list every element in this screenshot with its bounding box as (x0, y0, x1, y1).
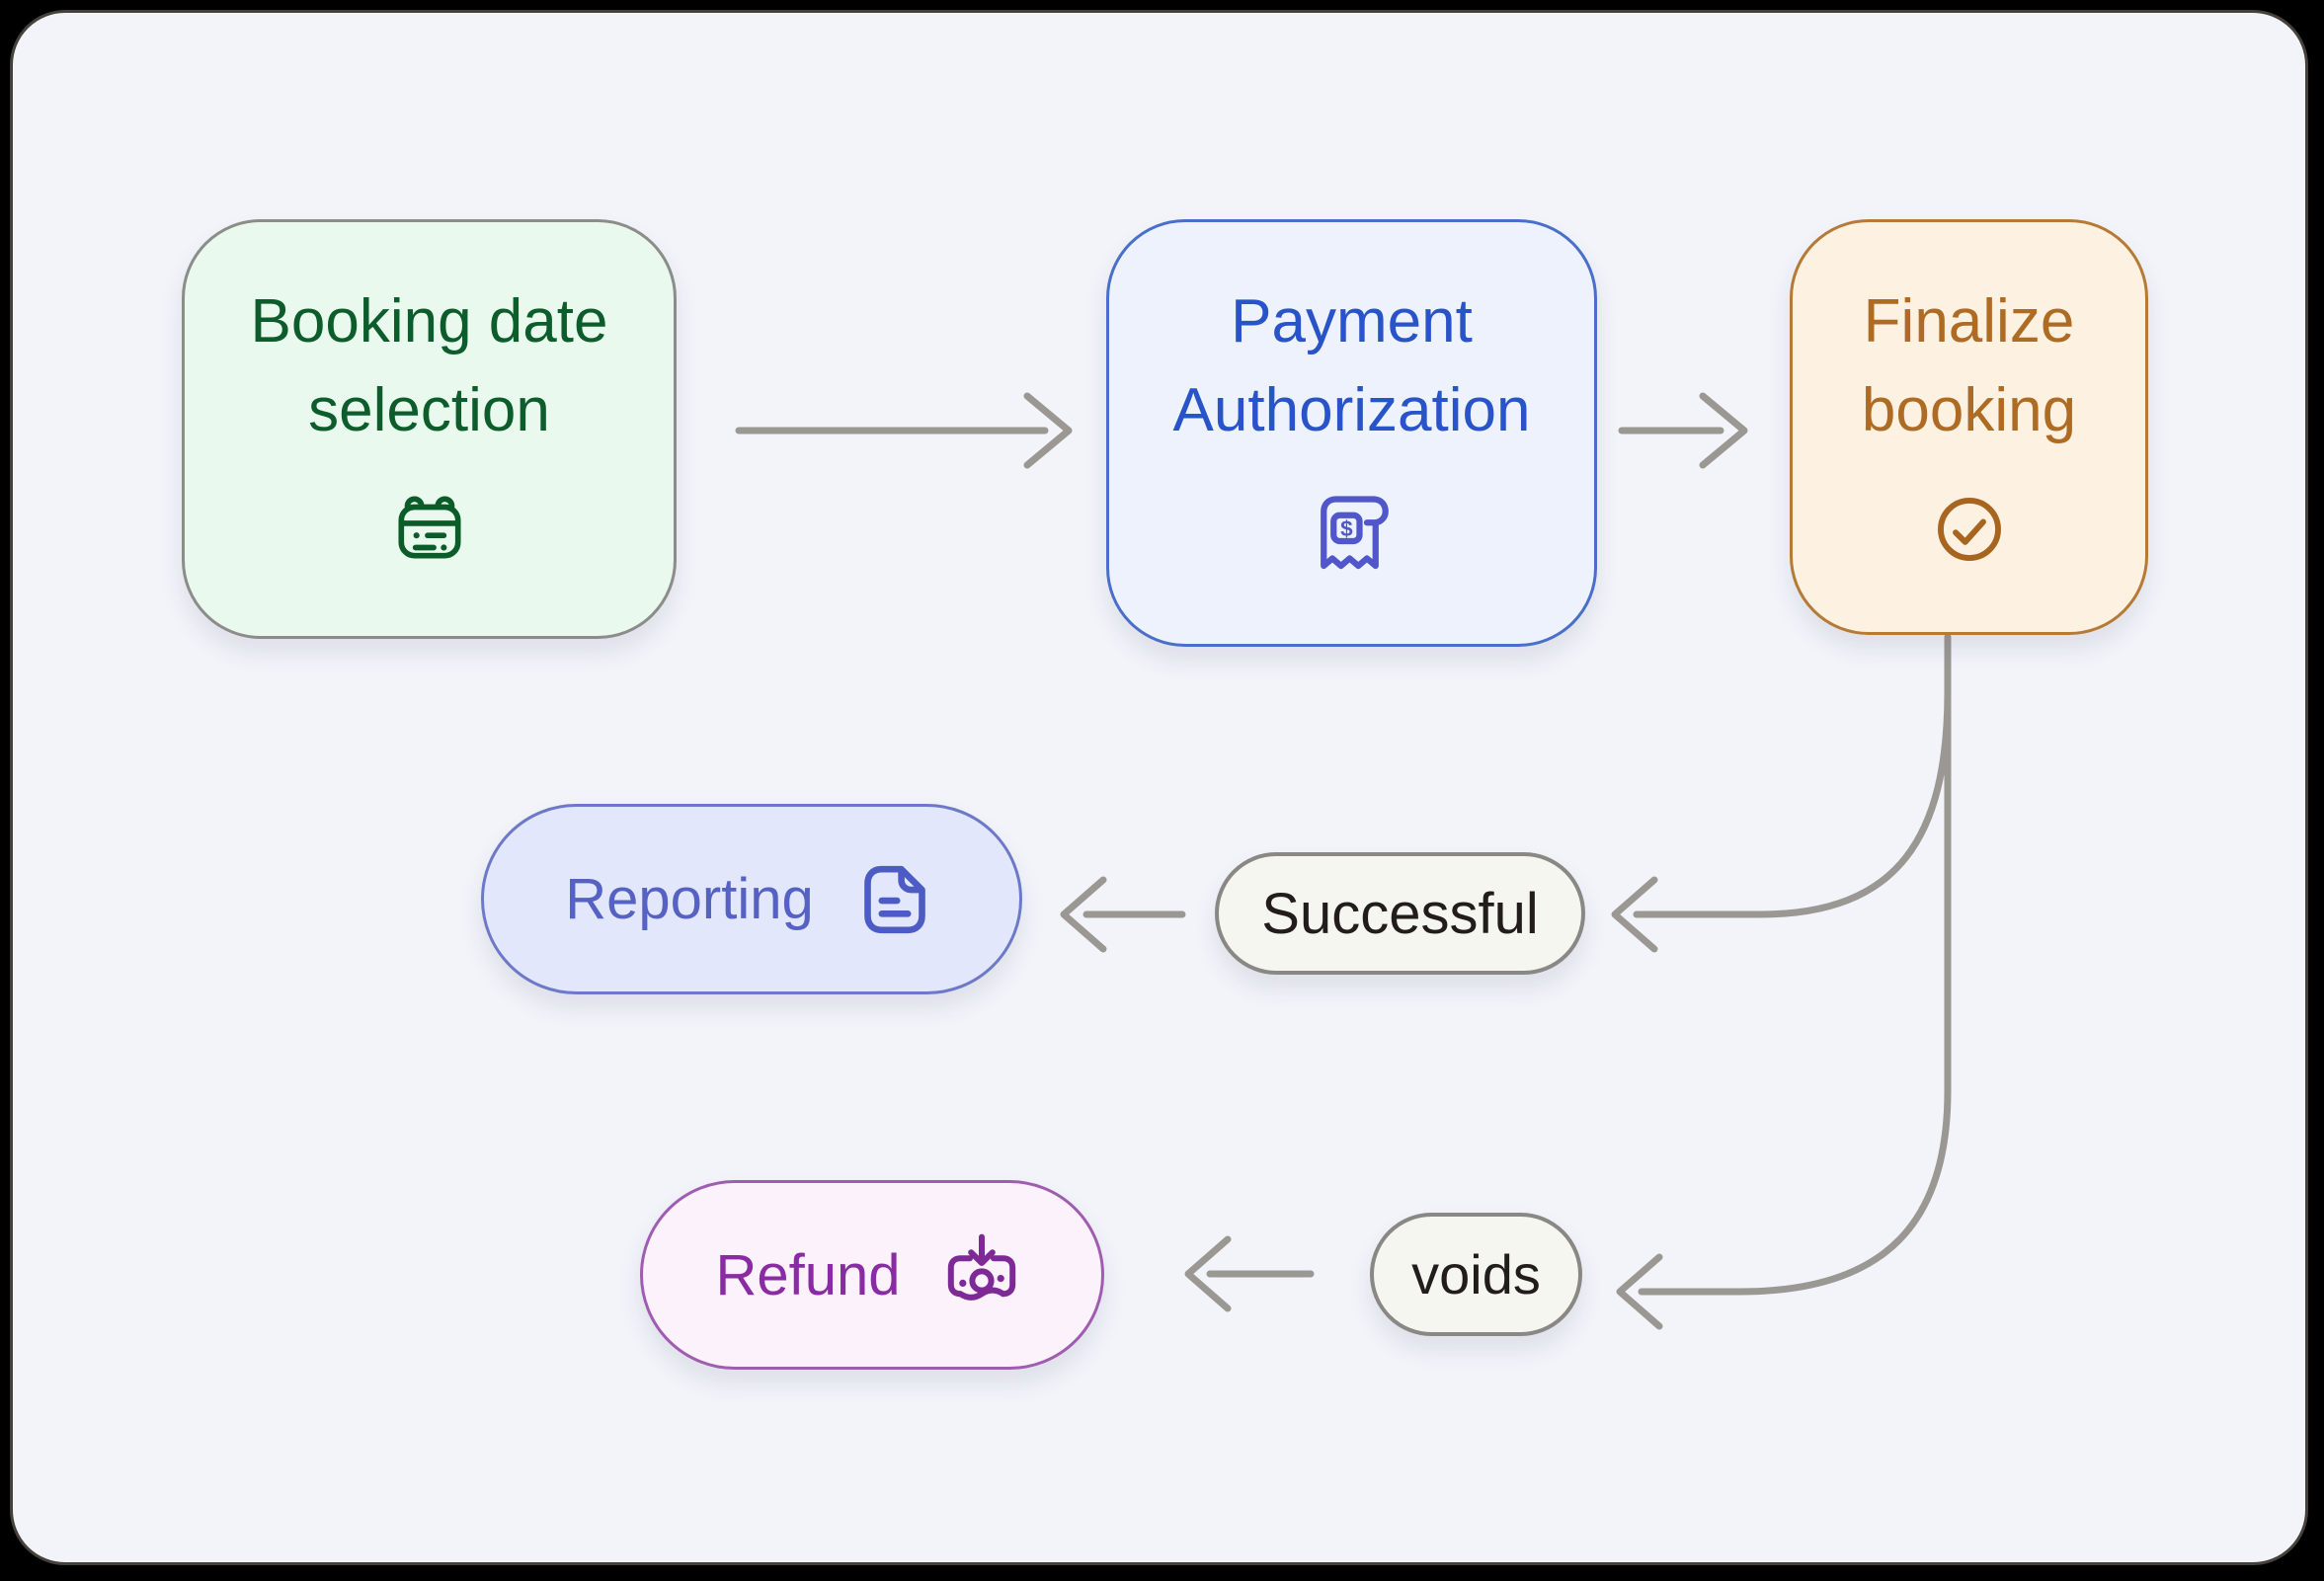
finalize-booking-label: Finalize booking (1861, 287, 2077, 444)
node-payment-authorization: Payment Authorization $ (1106, 219, 1597, 647)
reporting-label: Reporting (565, 867, 814, 931)
node-successful: Successful (1215, 852, 1585, 975)
node-booking-date-selection: Booking date selection (182, 219, 677, 639)
payment-authorization-label: Payment Authorization (1172, 287, 1531, 444)
money-receive-icon (934, 1227, 1029, 1322)
successful-label: Successful (1261, 881, 1539, 946)
node-finalize-booking: Finalize booking (1790, 219, 2148, 635)
booking-date-selection-label: Booking date selection (250, 287, 608, 444)
document-icon (851, 856, 938, 943)
node-voids: voids (1370, 1213, 1582, 1336)
node-refund: Refund (640, 1180, 1104, 1370)
receipt-icon: $ (1303, 477, 1402, 576)
dollar-glyph: $ (1340, 516, 1353, 541)
voids-label: voids (1411, 1243, 1541, 1305)
calendar-icon (389, 487, 470, 568)
refund-label: Refund (715, 1242, 901, 1307)
check-circle-icon (1927, 487, 2012, 572)
node-reporting: Reporting (481, 804, 1022, 994)
